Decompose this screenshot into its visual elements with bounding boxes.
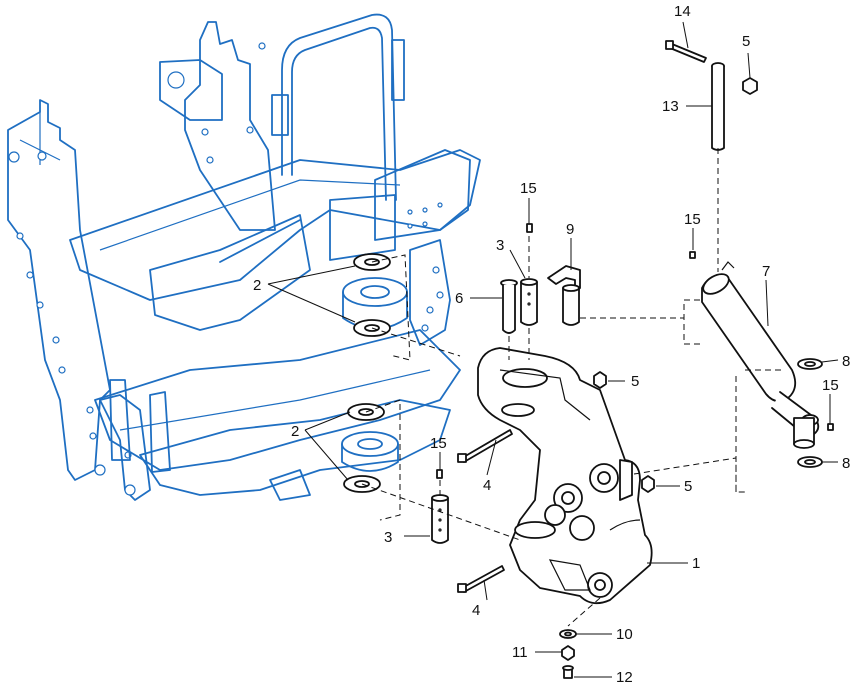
callout-3: 3: [384, 529, 392, 546]
part-8-washers: [797, 358, 823, 468]
main-frame: [7, 13, 481, 501]
callout-8: 8: [842, 455, 850, 472]
part-4-bolts: [457, 429, 513, 593]
part-13-long-pin: [711, 62, 725, 151]
callout-6: 6: [455, 290, 463, 307]
callout-15: 15: [430, 435, 447, 452]
callout-14: 14: [674, 3, 691, 20]
callout-10: 10: [616, 626, 633, 643]
callout-1: 1: [692, 555, 700, 572]
part-3-bushings: [431, 278, 538, 544]
assembly-lines: [361, 148, 782, 627]
leader-lines: [267, 21, 839, 678]
callout-8: 8: [842, 353, 850, 370]
part-10-11-12-hardware: [559, 629, 577, 679]
callout-5: 5: [742, 33, 750, 50]
callout-2: 2: [291, 423, 299, 440]
callout-15: 15: [822, 377, 839, 394]
callout-3: 3: [496, 237, 504, 254]
callout-9: 9: [566, 221, 574, 238]
callout-2: 2: [253, 277, 261, 294]
part-9-lock-pin: [547, 265, 581, 326]
part-7-cylinder: [701, 261, 820, 449]
part-6-pin: [500, 279, 518, 334]
callout-4: 4: [483, 477, 491, 494]
callout-12: 12: [616, 669, 633, 686]
callout-11: 11: [512, 644, 528, 661]
callout-7: 7: [762, 263, 770, 280]
callout-labels: 1 2 2 3 3 4 4 5 5 5 6 7 8 8 9 10 11 12 1…: [253, 3, 850, 686]
callout-15: 15: [520, 180, 537, 197]
part-1-pivot-bracket: [477, 347, 653, 605]
part-14-bolt: [665, 40, 707, 63]
callout-4: 4: [472, 602, 480, 619]
callout-5: 5: [631, 373, 639, 390]
callout-15: 15: [684, 211, 701, 228]
callout-5: 5: [684, 478, 692, 495]
callout-13: 13: [662, 98, 679, 115]
